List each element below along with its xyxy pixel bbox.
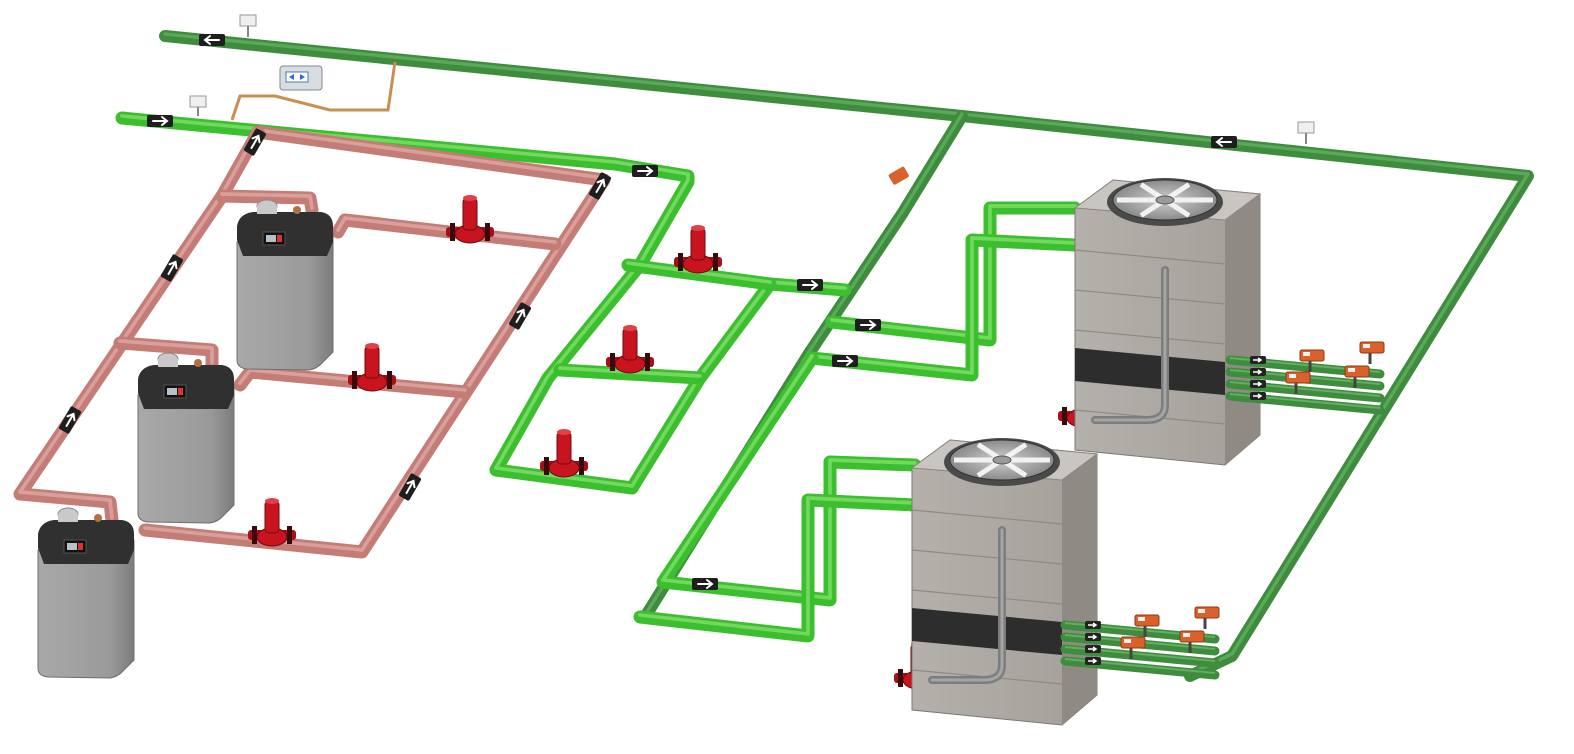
flow-arrow-icon bbox=[797, 279, 823, 291]
flow-arrow-icon bbox=[1211, 136, 1237, 148]
pipe-highlight bbox=[830, 204, 1077, 340]
valve-manifold bbox=[1060, 606, 1220, 680]
secondary-header-pipe bbox=[553, 363, 707, 385]
flow-arrow-icon bbox=[1088, 658, 1098, 664]
boiler bbox=[236, 199, 334, 371]
flow-arrow-icon bbox=[244, 128, 266, 156]
valve-manifold-group bbox=[1060, 341, 1385, 680]
flow-arrow-icon bbox=[147, 115, 173, 127]
flow-arrow-icon bbox=[855, 319, 881, 331]
valve-actuator-icon bbox=[888, 166, 909, 185]
control-valve bbox=[1194, 606, 1220, 629]
circulator-pump bbox=[348, 343, 396, 392]
flow-arrow-icon bbox=[692, 578, 718, 590]
cooling-tower bbox=[910, 438, 1099, 726]
control-valve bbox=[1120, 636, 1146, 659]
temperature-sensor-icon bbox=[189, 95, 207, 116]
boiler bbox=[137, 352, 235, 524]
control-valve bbox=[1134, 614, 1160, 637]
fan-icon bbox=[1107, 178, 1223, 226]
louver-panel bbox=[912, 608, 1062, 655]
flow-arrow-icon bbox=[399, 473, 421, 501]
boiler bbox=[37, 507, 135, 679]
control-valve bbox=[1344, 365, 1370, 388]
louver-panel bbox=[1075, 348, 1225, 395]
flow-arrow-icon bbox=[632, 165, 658, 177]
flow-arrow-icon bbox=[589, 172, 611, 200]
pipe-highlight bbox=[661, 354, 917, 600]
circulator-pump bbox=[540, 429, 588, 478]
flow-arrow-icon bbox=[1253, 357, 1263, 363]
flow-arrow-icon bbox=[1253, 393, 1263, 399]
flow-arrow-icon bbox=[1088, 646, 1098, 652]
flow-arrow-icon bbox=[59, 406, 81, 434]
controller-assembly bbox=[189, 14, 1315, 185]
pipe-highlight bbox=[18, 128, 260, 520]
control-valve bbox=[1359, 341, 1385, 364]
pipe-highlight bbox=[120, 114, 847, 488]
pipe-highlight bbox=[638, 496, 917, 636]
flow-arrow-icon bbox=[1088, 622, 1098, 628]
flow-arrow-group bbox=[59, 34, 1237, 590]
pipe-highlight bbox=[118, 339, 214, 365]
controller-icon bbox=[279, 65, 323, 91]
flow-arrow-icon bbox=[832, 355, 858, 367]
tower-one-return-pipe bbox=[805, 233, 1082, 382]
flow-arrow-icon bbox=[161, 254, 183, 282]
pipe-highlight bbox=[220, 192, 314, 210]
secondary-header-pipe bbox=[621, 258, 777, 291]
tower-two-supply-pipe bbox=[656, 351, 922, 607]
cooling-tower bbox=[1073, 178, 1262, 466]
pipe-highlight bbox=[810, 236, 1077, 375]
circulator-pump bbox=[606, 325, 654, 374]
circulator-pump bbox=[674, 225, 722, 274]
control-valve bbox=[1299, 349, 1325, 372]
fan-icon bbox=[944, 438, 1060, 486]
flow-arrow-icon bbox=[1253, 369, 1263, 375]
temperature-sensor-icon bbox=[239, 14, 257, 37]
control-valve bbox=[1179, 630, 1205, 653]
flow-arrow-icon bbox=[509, 302, 531, 330]
circulator-pump bbox=[446, 195, 494, 244]
flow-arrow-icon bbox=[1253, 381, 1263, 387]
boiler-group bbox=[37, 199, 334, 679]
secondary-loop-piping bbox=[115, 111, 1082, 643]
temperature-sensor-icon bbox=[1297, 121, 1315, 144]
copper-line bbox=[230, 61, 397, 121]
circulator-pump bbox=[248, 498, 296, 547]
valve-manifold bbox=[1225, 341, 1385, 415]
control-valve bbox=[1285, 371, 1311, 394]
flow-arrow-icon bbox=[199, 34, 225, 46]
flow-arrow-icon bbox=[1088, 634, 1098, 640]
